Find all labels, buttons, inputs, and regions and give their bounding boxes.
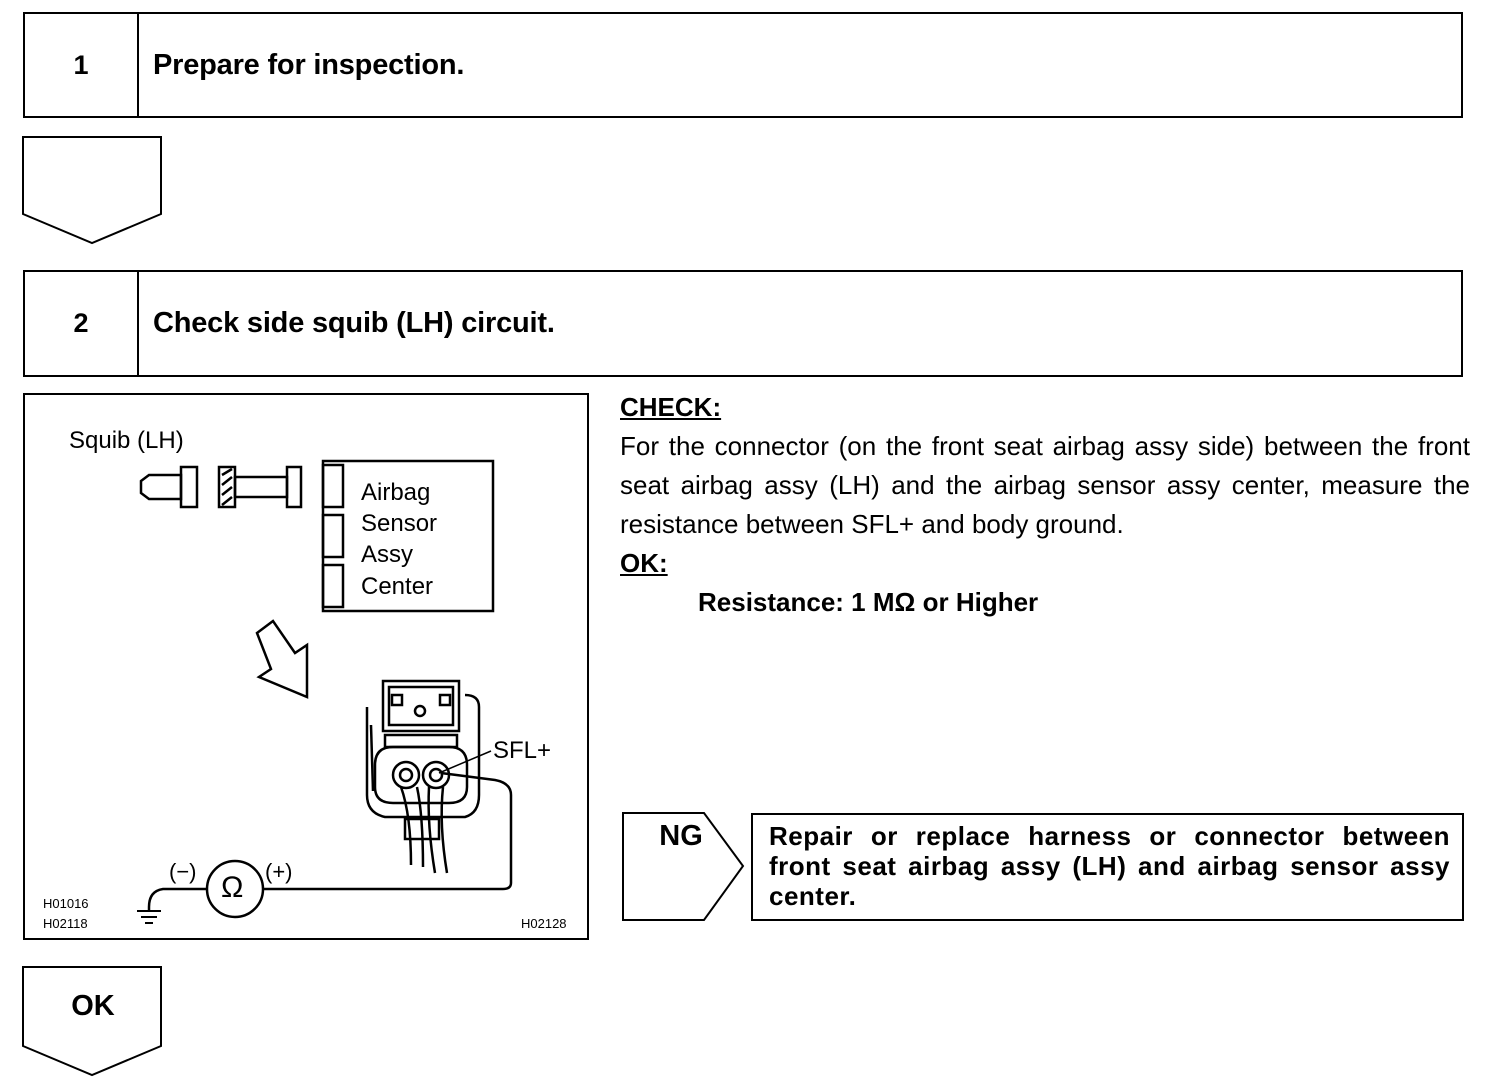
- ecu-label-line-2: Sensor: [361, 510, 438, 537]
- ok-heading: OK:: [620, 548, 668, 578]
- check-heading: CHECK:: [620, 392, 722, 422]
- airbag-sensor-assy-box: [321, 459, 495, 613]
- check-section: CHECK: For the connector (on the front s…: [620, 388, 1470, 622]
- ng-arrow: [622, 812, 745, 921]
- step-1-box: 1 Prepare for inspection.: [23, 12, 1463, 118]
- wiring-diagram-figure: Squib (LH) Airbag Sensor Assy Center SFL…: [23, 393, 589, 940]
- squib-label: Squib (LH): [69, 427, 184, 454]
- connector-terminal-icon: [365, 679, 481, 874]
- flow-down-arrow-1: [22, 136, 162, 245]
- wiring-diagram-drawing: [137, 459, 513, 924]
- check-instructions: For the connector (on the front seat air…: [620, 431, 1470, 539]
- step-2-box: 2 Check side squib (LH) circuit.: [23, 270, 1463, 377]
- ok-flow-label: OK: [71, 990, 115, 1022]
- step-2-number: 2: [25, 272, 139, 375]
- minus-label: (−): [169, 859, 197, 884]
- figure-code-2: H02118: [43, 916, 88, 931]
- hollow-pointer-arrow-icon: [255, 619, 309, 699]
- ecu-label-line-1: Airbag: [361, 479, 431, 506]
- plus-label: (+): [265, 859, 293, 884]
- figure-code-1: H01016: [43, 896, 89, 911]
- flow-down-arrow-ok: [22, 966, 162, 1077]
- figure-code-right: H02128: [521, 916, 567, 931]
- squib-connector-icon: [139, 465, 303, 509]
- ground-symbol-icon: [137, 910, 161, 924]
- ohm-symbol: Ω: [221, 871, 244, 904]
- terminal-label: SFL+: [493, 737, 552, 764]
- step-1-number: 1: [25, 14, 139, 116]
- ok-criterion: Resistance: 1 MΩ or Higher: [698, 587, 1039, 617]
- ecu-label-line-3: Assy: [361, 541, 414, 568]
- step-2-title: Check side squib (LH) circuit.: [153, 307, 555, 339]
- step-1-title: Prepare for inspection.: [153, 48, 465, 81]
- ng-label: NG: [659, 820, 703, 852]
- probe-wire: [263, 771, 513, 891]
- ng-result-box: Repair or replace harness or connector b…: [751, 813, 1464, 921]
- ecu-label-line-4: Center: [361, 573, 434, 600]
